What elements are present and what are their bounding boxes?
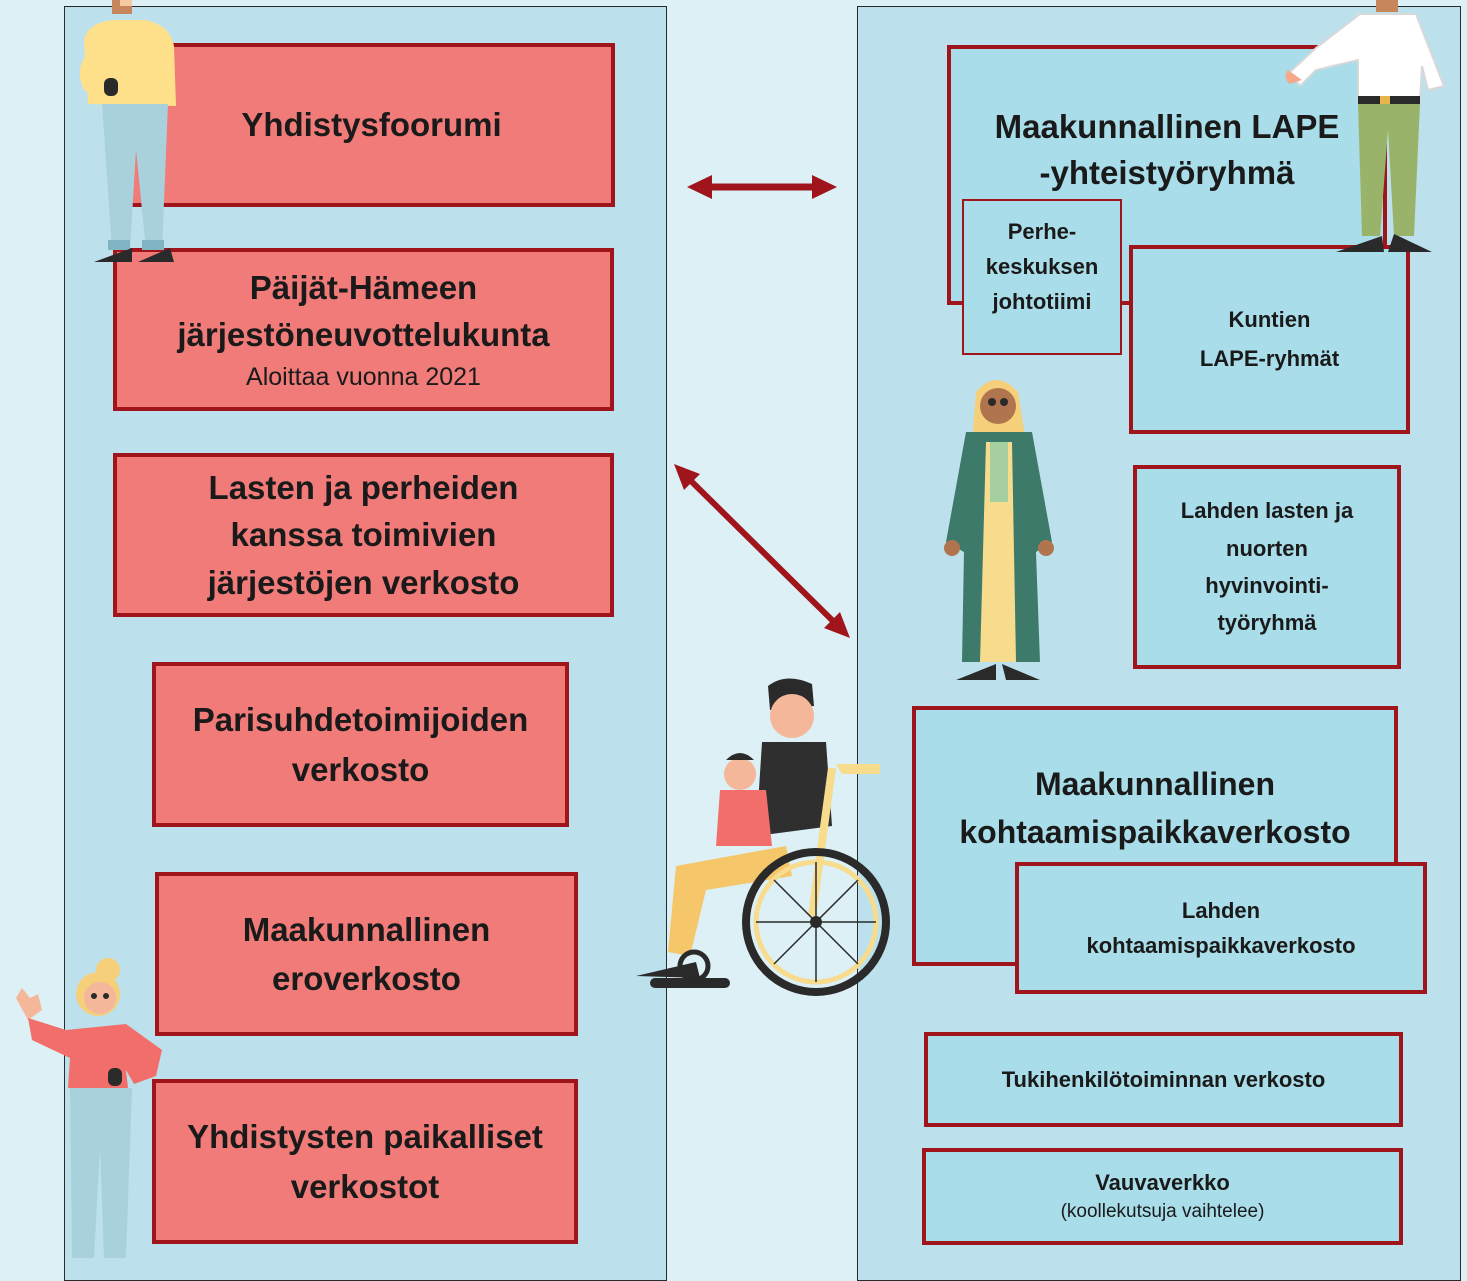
box-lasten-perheiden-verkosto: Lasten ja perheiden kanssa toimivien jär… [113, 453, 614, 617]
box-line-1: Perhe- [1007, 219, 1077, 244]
box-perhekeskuksen-johtotiimi: Perhe- keskuksen johtotiimi [962, 199, 1122, 355]
box-subtitle: Aloittaa vuonna 2021 [246, 363, 481, 392]
man-white-shirt-illustration [1285, 0, 1446, 252]
box-title-line-1: Parisuhdetoimijoiden [192, 701, 529, 738]
left-panel [64, 6, 667, 1281]
box-kuntien-lape-ryhmat: Kuntien LAPE-ryhmät [1129, 245, 1410, 434]
box-title-line-2: kohtaamispaikkaverkosto [959, 814, 1351, 850]
box-lahden-hyvinvointityoryhma: Lahden lasten ja nuorten hyvinvointi- ty… [1133, 465, 1401, 669]
box-title-line-1: Päijät-Hämeen [249, 268, 478, 306]
box-title-line-2: -yhteistyöryhmä [1039, 154, 1295, 192]
box-title-line-2: kanssa toimivien [230, 516, 497, 554]
box-title-line-1: Maakunnallinen LAPE [994, 108, 1340, 145]
wheelchair-user-with-child-illustration [636, 678, 890, 996]
double-arrow-horizontal [687, 175, 837, 199]
box-yhdistysfoorumi: Yhdistysfoorumi [128, 43, 615, 207]
box-title-line-1: Maakunnallinen [242, 910, 491, 948]
box-title: Tukihenkilötoiminnan verkosto [1001, 1067, 1326, 1092]
box-title: Vauvaverkko [1095, 1169, 1230, 1195]
box-title-line-1: Yhdistysten paikalliset [187, 1118, 543, 1155]
box-vauvaverkko: Vauvaverkko (koollekutsuja vaihtelee) [922, 1148, 1403, 1245]
box-title-line-1: Maakunnallinen [1034, 766, 1276, 802]
box-line-2: nuorten [1226, 535, 1308, 561]
box-line-2: LAPE-ryhmät [1199, 345, 1340, 371]
box-line-3: johtotiimi [992, 289, 1092, 315]
box-subtitle: (koollekutsuja vaihtelee) [1060, 1200, 1265, 1222]
box-line-1: Lahden lasten ja [1180, 498, 1354, 524]
woman-yellow-shirt-illustration [79, 0, 176, 262]
double-arrow-diagonal [674, 464, 850, 638]
box-title-line-3: järjestöjen verkosto [207, 563, 520, 601]
box-line-2: kohtaamispaikkaverkosto [1086, 933, 1356, 958]
box-jarjestoneuvottelukunta: Päijät-Hämeen järjestöneuvottelukunta Al… [113, 248, 614, 411]
box-title-line-2: verkostot [290, 1167, 440, 1205]
box-parisuhdetoimijoiden-verkosto: Parisuhdetoimijoiden verkosto [152, 662, 569, 827]
box-line-1: Lahden [1181, 897, 1261, 923]
box-title-line-2: eroverkosto [272, 960, 461, 997]
box-title-line-1: Lasten ja perheiden [208, 469, 519, 507]
box-lahden-kohtaamispaikkaverkosto: Lahden kohtaamispaikkaverkosto [1015, 862, 1427, 994]
box-line-4: työryhmä [1217, 610, 1317, 636]
box-line-1: Kuntien [1228, 307, 1311, 332]
box-tukihenkilotoiminnan-verkosto: Tukihenkilötoiminnan verkosto [924, 1032, 1403, 1127]
box-line-3: hyvinvointi- [1205, 573, 1329, 598]
box-title-line-2: järjestöneuvottelukunta [177, 316, 550, 354]
woman-waving-illustration [16, 958, 162, 1258]
box-title: Yhdistysfoorumi [241, 106, 502, 144]
box-eroverkosto: Maakunnallinen eroverkosto [155, 872, 578, 1036]
box-line-2: keskuksen [985, 254, 1099, 280]
woman-hijab-illustration [944, 380, 1054, 680]
box-paikalliset-verkostot: Yhdistysten paikalliset verkostot [152, 1079, 578, 1244]
box-title-line-2: verkosto [291, 750, 430, 788]
